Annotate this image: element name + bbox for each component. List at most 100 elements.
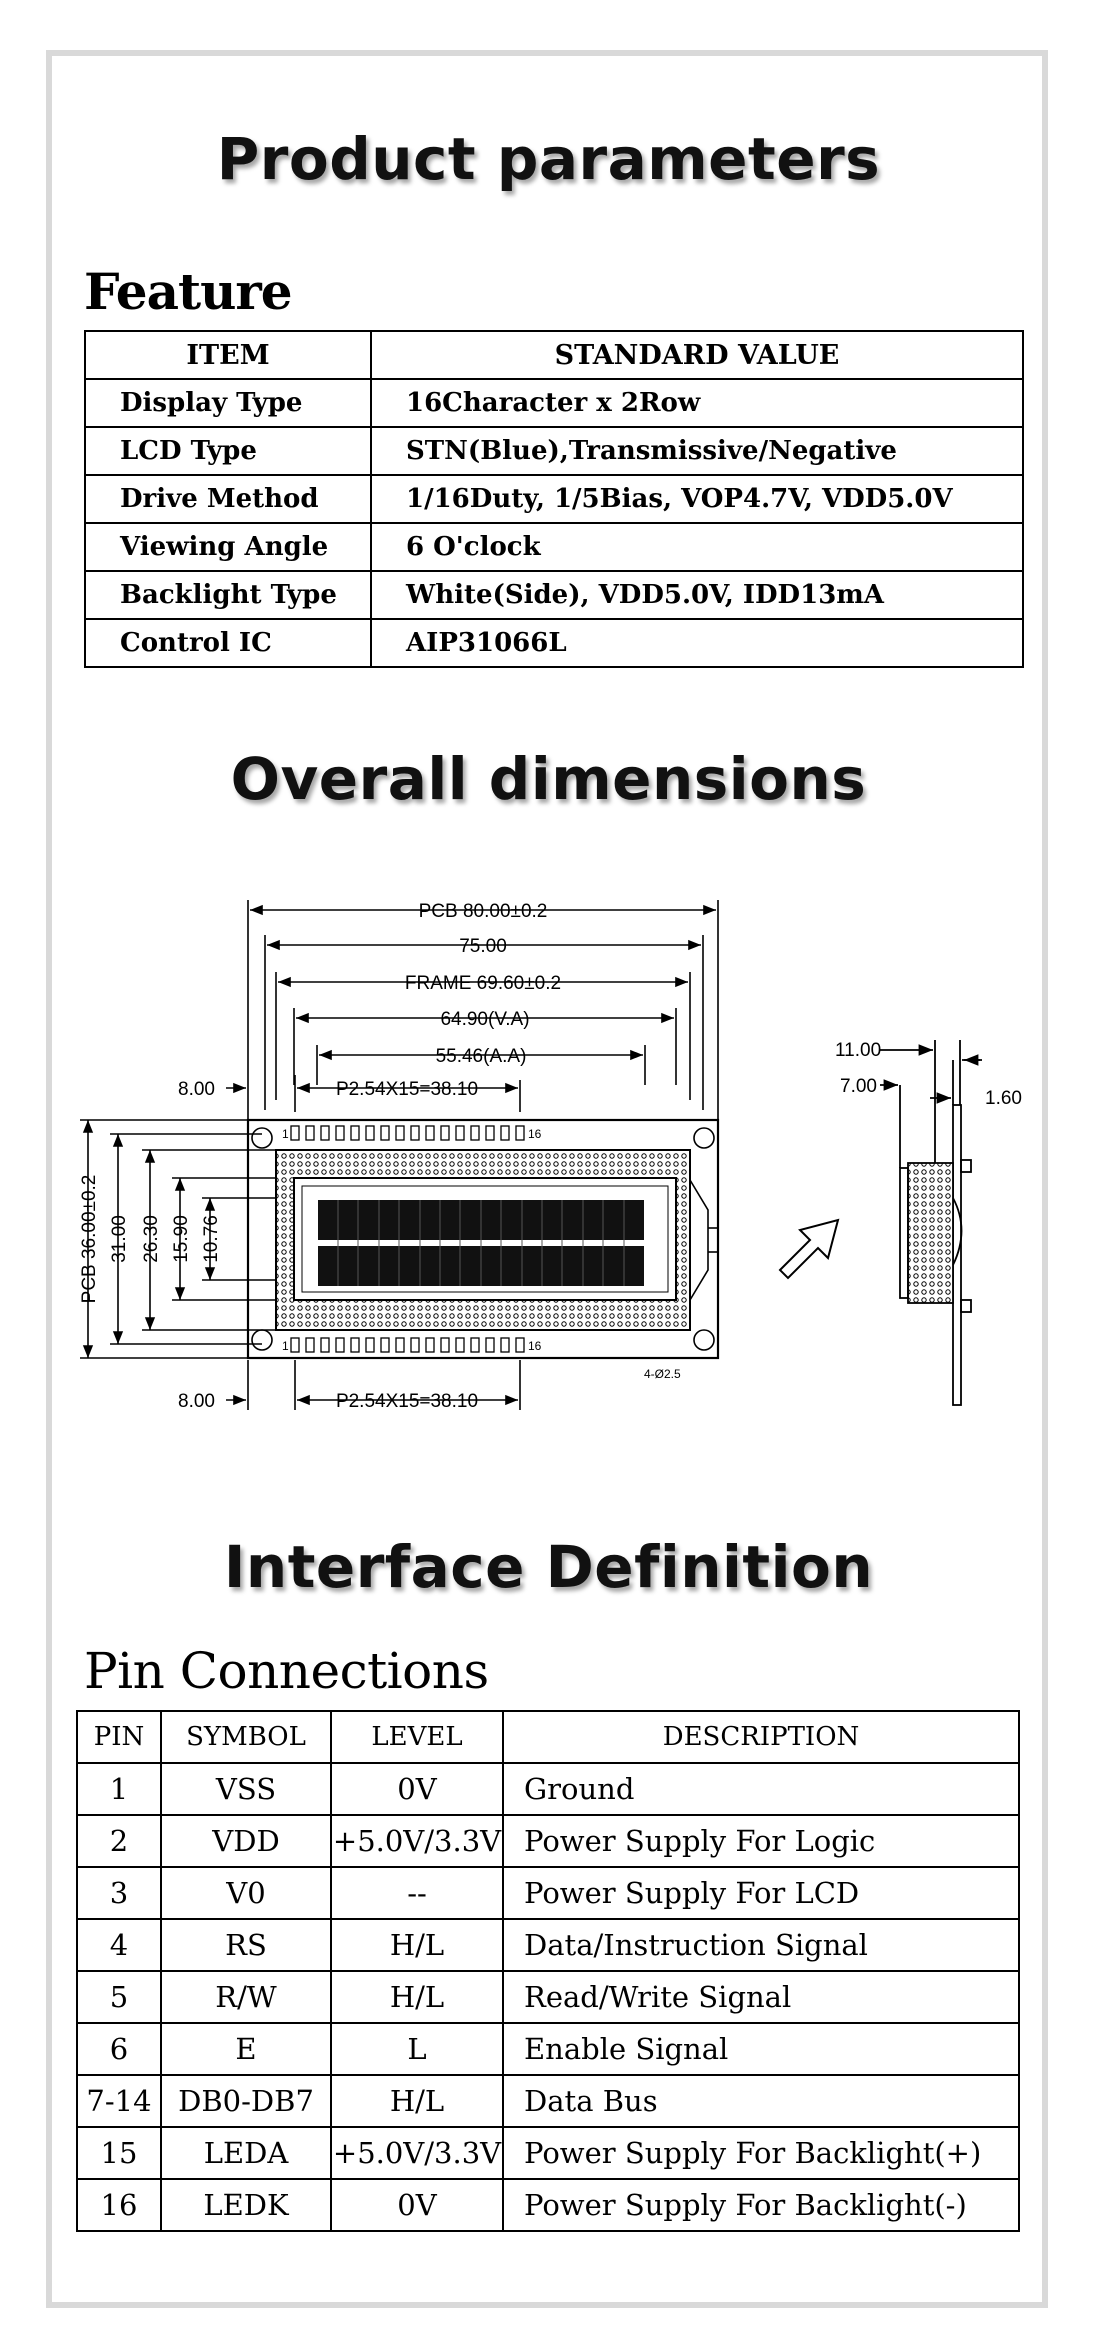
pin-number: 6 <box>76 2022 162 2076</box>
dim-frame: FRAME 69.60±0.2 <box>405 973 561 994</box>
pin-level: H/L <box>330 1918 504 1972</box>
overall-dimensions-title: Overall dimensions <box>230 745 867 813</box>
table-row: Backlight Type White(Side), VDD5.0V, IDD… <box>84 570 1024 620</box>
table-row: 16 LEDK 0V Power Supply For Backlight(-) <box>76 2178 1020 2232</box>
pin-level: +5.0V/3.3V <box>330 1814 504 1868</box>
pin-16-bottom-label: 16 <box>528 1339 542 1353</box>
pin-symbol: LEDK <box>160 2178 332 2232</box>
table-row: LCD Type STN(Blue),Transmissive/Negative <box>84 426 1024 476</box>
pin-symbol: DB0-DB7 <box>160 2074 332 2128</box>
pin-symbol: VSS <box>160 1762 332 1816</box>
pin-number: 1 <box>76 1762 162 1816</box>
feature-item: Control IC <box>84 618 372 668</box>
dimension-drawing: PCB 80.00±0.2 75.00 FRAME 69.60±0.2 64.9… <box>79 900 1022 1412</box>
pin-symbol: LEDA <box>160 2126 332 2180</box>
pin-level: +5.0V/3.3V <box>330 2126 504 2180</box>
table-row: 7-14 DB0-DB7 H/L Data Bus <box>76 2074 1020 2128</box>
pin-level: H/L <box>330 2074 504 2128</box>
feature-item: Backlight Type <box>84 570 372 620</box>
pin-symbol: V0 <box>160 1866 332 1920</box>
table-row: 3 V0 -- Power Supply For LCD <box>76 1866 1020 1920</box>
dim-pcb-width: PCB 80.00±0.2 <box>419 901 548 922</box>
feature-value: AIP31066L <box>370 618 1024 668</box>
dim-h26: 26.30 <box>141 1215 162 1263</box>
side-dim-7: 7.00 <box>840 1076 877 1097</box>
dim-pitch-top: P2.54X15=38.10 <box>336 1079 478 1100</box>
feature-item: Display Type <box>84 378 372 428</box>
pin-symbol: R/W <box>160 1970 332 2024</box>
pin-level: -- <box>330 1866 504 1920</box>
pin-number: 15 <box>76 2126 162 2180</box>
feature-item: Drive Method <box>84 474 372 524</box>
side-dim-11: 11.00 <box>835 1040 881 1061</box>
pin-number: 4 <box>76 1918 162 1972</box>
pin-number: 5 <box>76 1970 162 2024</box>
feature-value: 16Character x 2Row <box>370 378 1024 428</box>
pin-header-description: DESCRIPTION <box>502 1710 1020 1764</box>
dim-h10: 10.76 <box>201 1215 222 1263</box>
side-view <box>880 1040 982 1406</box>
pin-level: H/L <box>330 1970 504 2024</box>
table-row: Drive Method 1/16Duty, 1/5Bias, VOP4.7V,… <box>84 474 1024 524</box>
dim-h15: 15.90 <box>171 1215 192 1263</box>
pin-number: 7-14 <box>76 2074 162 2128</box>
feature-header-row: ITEM STANDARD VALUE <box>84 330 1024 380</box>
pin-description: Power Supply For Backlight(-) <box>502 2178 1020 2232</box>
pin-header-pin: PIN <box>76 1710 162 1764</box>
pin-number: 2 <box>76 1814 162 1868</box>
pin-level: L <box>330 2022 504 2076</box>
feature-item: Viewing Angle <box>84 522 372 572</box>
feature-header-item: ITEM <box>84 330 372 380</box>
pin-symbol: RS <box>160 1918 332 1972</box>
dim-va: 64.90(V.A) <box>440 1009 529 1030</box>
pin-description: Power Supply For LCD <box>502 1866 1020 1920</box>
side-dim-1-6: 1.60 <box>985 1088 1022 1109</box>
pin-number: 3 <box>76 1866 162 1920</box>
dim-aa: 55.46(A.A) <box>436 1046 527 1067</box>
pin-number: 16 <box>76 2178 162 2232</box>
table-row: 6 E L Enable Signal <box>76 2022 1020 2076</box>
pin-1-top-label: 1 <box>282 1127 289 1141</box>
page-border <box>46 50 1048 2308</box>
feature-item: LCD Type <box>84 426 372 476</box>
feature-value: 6 O'clock <box>370 522 1024 572</box>
pin-16-top-label: 16 <box>528 1127 542 1141</box>
pin-description: Ground <box>502 1762 1020 1816</box>
table-row: Display Type 16Character x 2Row <box>84 378 1024 428</box>
pin-description: Data Bus <box>502 2074 1020 2128</box>
product-parameters-title: Product parameters <box>216 125 881 193</box>
feature-heading: Feature <box>84 262 293 321</box>
table-row: 15 LEDA +5.0V/3.3V Power Supply For Back… <box>76 2126 1020 2180</box>
table-row: 2 VDD +5.0V/3.3V Power Supply For Logic <box>76 1814 1020 1868</box>
pin-header-level: LEVEL <box>330 1710 504 1764</box>
pin-description: Enable Signal <box>502 2022 1020 2076</box>
view-arrow-icon <box>778 1218 840 1280</box>
pin-description: Power Supply For Backlight(+) <box>502 2126 1020 2180</box>
table-row: 4 RS H/L Data/Instruction Signal <box>76 1918 1020 1972</box>
feature-value: 1/16Duty, 1/5Bias, VOP4.7V, VDD5.0V <box>370 474 1024 524</box>
table-row: 5 R/W H/L Read/Write Signal <box>76 1970 1020 2024</box>
feature-table: ITEM STANDARD VALUE Display Type 16Chara… <box>84 330 1024 668</box>
pin-symbol: VDD <box>160 1814 332 1868</box>
dim-pcb-height: PCB 36.00±0.2 <box>79 1175 100 1304</box>
dim-75: 75.00 <box>459 936 507 957</box>
pin-description: Read/Write Signal <box>502 1970 1020 2024</box>
feature-value: STN(Blue),Transmissive/Negative <box>370 426 1024 476</box>
pin-symbol: E <box>160 2022 332 2076</box>
feature-header-value: STANDARD VALUE <box>370 330 1024 380</box>
pin-level: 0V <box>330 2178 504 2232</box>
pin-description: Data/Instruction Signal <box>502 1918 1020 1972</box>
hole-note: 4-Ø2.5 <box>644 1367 681 1381</box>
pin-header-symbol: SYMBOL <box>160 1710 332 1764</box>
feature-value: White(Side), VDD5.0V, IDD13mA <box>370 570 1024 620</box>
dim-offset-top: 8.00 <box>178 1079 215 1100</box>
pin-table: PIN SYMBOL LEVEL DESCRIPTION 1 VSS 0V Gr… <box>76 1710 1020 2232</box>
table-row: Viewing Angle 6 O'clock <box>84 522 1024 572</box>
table-row: 1 VSS 0V Ground <box>76 1762 1020 1816</box>
dim-h31: 31.00 <box>109 1215 130 1263</box>
pin-connections-heading: Pin Connections <box>84 1642 489 1700</box>
dim-offset-bottom: 8.00 <box>178 1391 215 1412</box>
dim-pitch-bottom: P2.54X15=38.10 <box>336 1391 478 1412</box>
pin-level: 0V <box>330 1762 504 1816</box>
table-row: Control IC AIP31066L <box>84 618 1024 668</box>
